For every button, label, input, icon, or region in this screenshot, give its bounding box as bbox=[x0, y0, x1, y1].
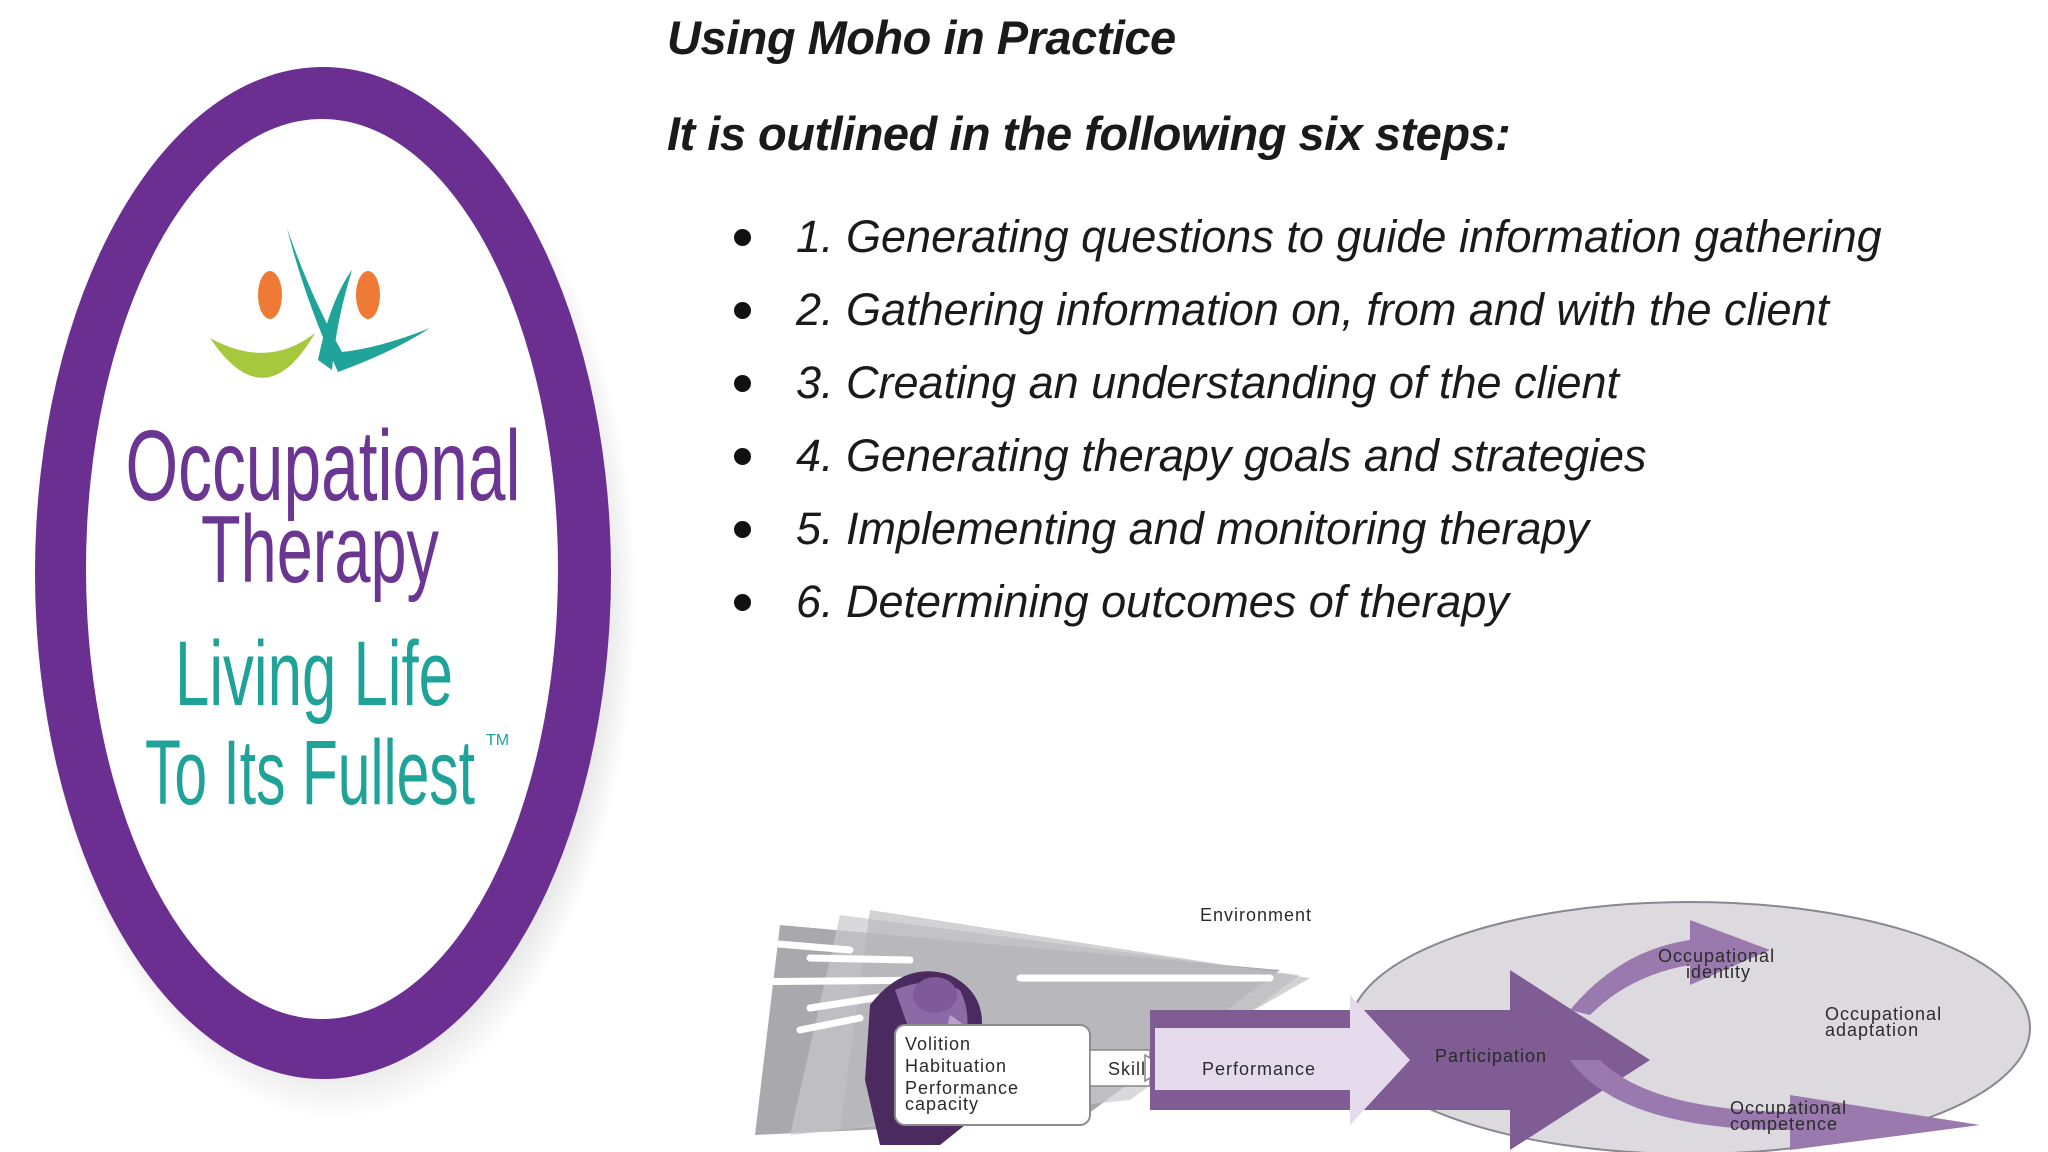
bullet-icon bbox=[734, 448, 751, 465]
moho-diagram: Environment Volition Habituation Perform… bbox=[706, 901, 2031, 1152]
bullet-icon bbox=[734, 521, 751, 538]
diagram-label-skill: Skill bbox=[1108, 1059, 1146, 1079]
logo-tagline-to-its-fullest: To Its Fullest bbox=[145, 722, 475, 824]
list-item: 3. Creating an understanding of the clie… bbox=[720, 346, 1882, 419]
diagram-label-performance-capacity: Performance bbox=[905, 1078, 1019, 1098]
list-item: 5. Implementing and monitoring therapy bbox=[720, 492, 1882, 565]
step-text: 1. Generating questions to guide informa… bbox=[796, 211, 1882, 262]
diagram-label-volition: Volition bbox=[905, 1034, 971, 1054]
step-text: 4. Generating therapy goals and strategi… bbox=[796, 430, 1647, 481]
slide-subtitle: It is outlined in the following six step… bbox=[667, 107, 1511, 160]
diagram-label-occupational-competence: Occupational bbox=[1730, 1098, 1847, 1118]
list-item: 6. Determining outcomes of therapy bbox=[720, 565, 1882, 638]
diagram-label-habituation: Habituation bbox=[905, 1056, 1007, 1076]
bullet-icon bbox=[734, 594, 751, 611]
logo-occupational-text: Occupational bbox=[126, 410, 521, 522]
people-emblem-icon bbox=[210, 228, 430, 378]
logo-tagline-living-life: Living Life bbox=[175, 623, 453, 725]
bullet-icon bbox=[734, 229, 751, 246]
logo-trademark: TM bbox=[486, 732, 509, 749]
diagram-label-occupational-adaptation-2: adaptation bbox=[1825, 1020, 1919, 1040]
logo-inner-circle bbox=[86, 119, 558, 1019]
occupational-therapy-logo: Occupational Therapy Living Life To Its … bbox=[33, 67, 637, 1120]
diagram-label-environment: Environment bbox=[1200, 905, 1312, 925]
logo-therapy-text: Therapy bbox=[201, 496, 439, 603]
diagram-label-occupational-identity: Occupational bbox=[1658, 946, 1775, 966]
bullet-icon bbox=[734, 375, 751, 392]
diagram-label-occupational-competence-2: competence bbox=[1730, 1114, 1838, 1134]
identity-arrow bbox=[1570, 920, 1770, 1015]
diagram-label-participation: Participation bbox=[1435, 1046, 1547, 1066]
list-item: 1. Generating questions to guide informa… bbox=[720, 200, 1882, 273]
step-text: 5. Implementing and monitoring therapy bbox=[796, 503, 1589, 554]
diagram-label-occupational-identity-2: identity bbox=[1686, 962, 1751, 982]
step-text: 3. Creating an understanding of the clie… bbox=[796, 357, 1620, 408]
steps-list: 1. Generating questions to guide informa… bbox=[720, 200, 1882, 638]
bullet-icon bbox=[734, 302, 751, 319]
list-item: 2. Gathering information on, from and wi… bbox=[720, 273, 1882, 346]
performance-arrow bbox=[1155, 995, 1410, 1125]
diagram-label-performance: Performance bbox=[1202, 1059, 1316, 1079]
diagram-label-performance-capacity-2: capacity bbox=[905, 1094, 979, 1114]
step-text: 2. Gathering information on, from and wi… bbox=[796, 284, 1830, 335]
diagram-label-occupational-adaptation: Occupational bbox=[1825, 1004, 1942, 1024]
competence-arrow bbox=[1570, 1060, 1980, 1150]
list-item: 4. Generating therapy goals and strategi… bbox=[720, 419, 1882, 492]
slide-title: Using Moho in Practice bbox=[667, 11, 1176, 64]
step-text: 6. Determining outcomes of therapy bbox=[796, 576, 1509, 627]
